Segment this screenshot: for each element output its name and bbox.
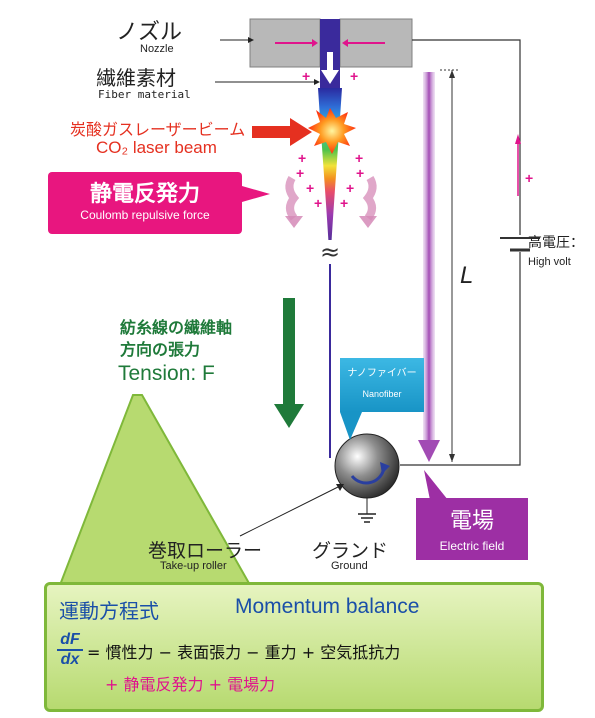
fiber-label-jp: 繊維素材 bbox=[96, 66, 176, 90]
momentum-title-jp: 運動方程式 bbox=[59, 599, 159, 623]
tension-arrow bbox=[283, 298, 295, 408]
feed-arrow bbox=[327, 52, 333, 70]
derivative-numerator: dF bbox=[57, 631, 83, 651]
length-label: L bbox=[460, 262, 474, 289]
repulsion-arrow-left bbox=[285, 175, 300, 221]
repulsion-arrow-right bbox=[362, 175, 377, 221]
laser-label-jp: 炭酸ガスレーザービーム bbox=[70, 120, 246, 139]
ef-label-en: Electric field bbox=[439, 539, 505, 553]
nanofiber-label-en: Nanofiber bbox=[362, 389, 402, 399]
tension-label-en: Tension: F bbox=[118, 362, 215, 385]
hv-label-en: High volt bbox=[528, 256, 571, 268]
nanofiber-box: ナノファイバー Nanofiber bbox=[340, 358, 424, 412]
roller-label-jp: 巻取ローラー bbox=[148, 540, 263, 562]
voltage-plus: + bbox=[525, 170, 534, 186]
laser-burst bbox=[308, 108, 356, 154]
plus-charge: + bbox=[355, 150, 364, 166]
coulomb-label-jp: 静電反発力 bbox=[89, 182, 200, 207]
laser-label-en: CO₂ laser beam bbox=[96, 138, 217, 157]
plus-charge: + bbox=[302, 68, 311, 84]
wire-top bbox=[412, 39, 521, 235]
plus-charge: + bbox=[298, 150, 307, 166]
ground-label-jp: グランド bbox=[312, 540, 389, 562]
momentum-rhs-line1: = 慣性力 − 表面張力 − 重力 + 空気抵抗力 bbox=[87, 643, 401, 662]
electric-field-box: 電場 Electric field bbox=[416, 498, 528, 560]
plus-charge: + bbox=[356, 165, 365, 181]
roller-label-en: Take-up roller bbox=[160, 560, 227, 572]
fiber-label-en: Fiber material bbox=[98, 88, 191, 101]
coulomb-label-en: Coulomb repulsive force bbox=[80, 208, 210, 222]
nozzle-label-en: Nozzle bbox=[140, 43, 174, 55]
plus-charge: + bbox=[296, 165, 305, 181]
coulomb-pointer bbox=[242, 186, 270, 202]
nanofiber-label-jp: ナノファイバー bbox=[347, 368, 417, 379]
ground-label-en: Ground bbox=[331, 560, 368, 572]
roller-pointer bbox=[239, 485, 341, 537]
momentum-balance-box: 運動方程式 Momentum balance dF dx = 慣性力 − 表面張… bbox=[44, 582, 544, 712]
plus-charge: + bbox=[314, 195, 323, 211]
laser-arrow bbox=[252, 126, 294, 138]
derivative-denominator: dx bbox=[60, 651, 80, 668]
ef-label-jp: 電場 bbox=[449, 509, 494, 534]
plus-charge: + bbox=[350, 68, 359, 84]
hv-label-jp: 高電圧： bbox=[528, 235, 584, 251]
nozzle-label-jp: ノズル bbox=[116, 20, 183, 45]
momentum-title-en: Momentum balance bbox=[235, 595, 420, 618]
nanofiber-pointer bbox=[340, 412, 362, 440]
break-symbol: ≈ bbox=[320, 238, 341, 266]
coulomb-box: 静電反発力 Coulomb repulsive force bbox=[48, 172, 242, 234]
momentum-rhs-line2: + 静電反発力 + 電場力 bbox=[105, 675, 276, 694]
plus-charge: + bbox=[306, 180, 315, 196]
plus-charge: + bbox=[340, 195, 349, 211]
tension-label-jp-2: 方向の張力 bbox=[120, 340, 201, 359]
tension-label-jp-1: 紡糸線の繊維軸 bbox=[120, 318, 233, 337]
wire-bottom bbox=[400, 252, 521, 466]
electric-field-arrow bbox=[423, 72, 435, 440]
derivative: dF dx bbox=[57, 631, 83, 669]
ef-pointer bbox=[424, 470, 448, 500]
plus-charge: + bbox=[346, 180, 355, 196]
